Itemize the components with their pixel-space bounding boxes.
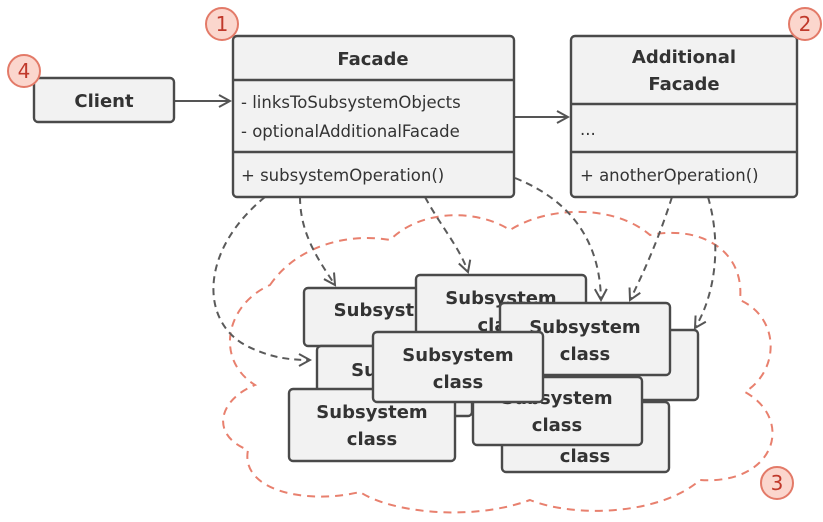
subsystem-class-box: Subsystem class [287, 387, 457, 463]
subsystem-label-line2: class [347, 429, 397, 450]
subsystem-label-line1: Subsystem [402, 345, 513, 366]
badge-number: 1 [216, 12, 229, 36]
badge-4: 4 [7, 54, 41, 88]
badge-number: 4 [18, 59, 31, 83]
dependency-arrow [424, 196, 468, 272]
subsystem-label-line2: class [560, 446, 610, 467]
facade-class-box: Facade - linksToSubsystemObjects - optio… [231, 34, 516, 199]
additional-facade-title-line2: Facade [648, 74, 719, 95]
facade-title: Facade [337, 49, 408, 70]
facade-field: - linksToSubsystemObjects [241, 93, 461, 112]
dependency-arrow [695, 196, 717, 328]
client-title: Client [74, 91, 134, 112]
additional-facade-class-box: Additional Facade ... + anotherOperation… [569, 34, 799, 199]
dependency-arrow [212, 196, 310, 360]
badge-number: 3 [771, 471, 784, 495]
badge-3: 3 [760, 466, 794, 500]
dependency-arrow [514, 177, 601, 300]
dependency-arrow [630, 196, 673, 300]
facade-method: + subsystemOperation() [241, 166, 444, 185]
additional-facade-field: ... [580, 120, 596, 139]
facade-field: - optionalAdditionalFacade [241, 122, 460, 141]
subsystem-label-line2: class [532, 415, 582, 436]
dependency-arrow [299, 196, 335, 285]
additional-facade-method: + anotherOperation() [580, 166, 759, 185]
badge-2: 2 [788, 7, 822, 41]
additional-facade-title-line1: Additional [632, 47, 736, 68]
subsystem-label-line1: Subsystem [529, 317, 640, 338]
subsystem-label-line1: Subsyste [334, 300, 427, 321]
subsystem-label-line2: class [433, 372, 483, 393]
badge-1: 1 [205, 7, 239, 41]
subsystem-class-box: Subsystem class [371, 330, 545, 404]
subsystem-label-line2: class [560, 344, 610, 365]
badge-number: 2 [799, 12, 812, 36]
subsystem-label-line1: Su [351, 360, 377, 381]
subsystem-label-line1: Subsystem [316, 402, 427, 423]
client-class-box: Client [32, 76, 176, 124]
